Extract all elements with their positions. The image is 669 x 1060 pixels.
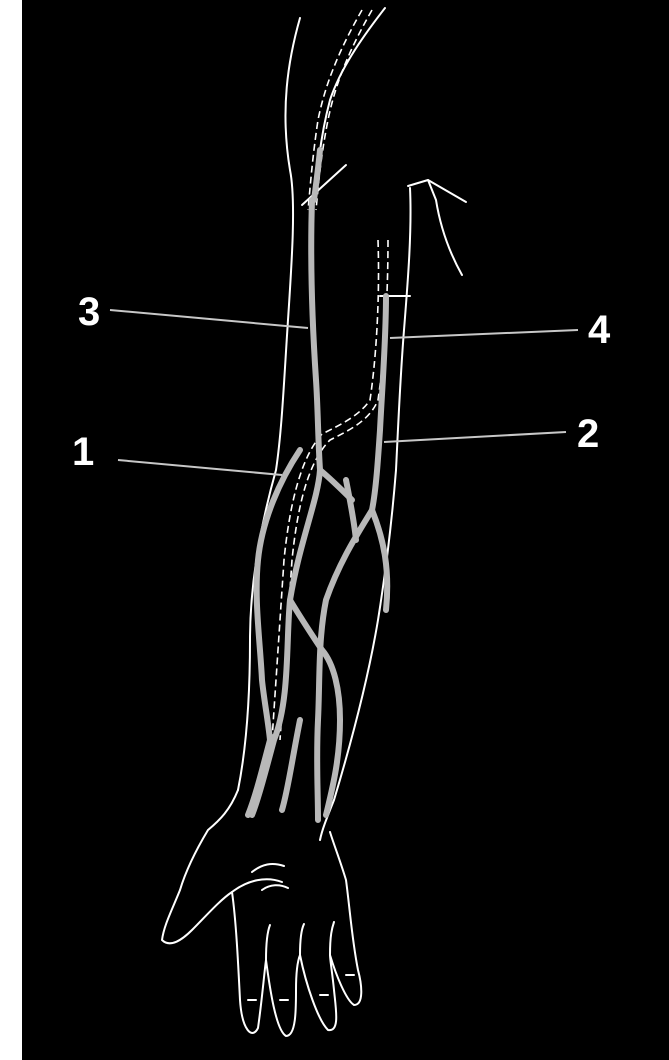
finger-gap-c [330,922,334,955]
palm-crease-a [252,864,284,872]
radial-branch [372,510,387,610]
label-2: 2 [577,414,599,454]
wrist-vein-b [282,720,300,810]
hand-contour [162,790,361,1036]
forearm-radial-contour [320,188,411,840]
finger-gap-b [300,924,304,955]
finger-gap-a [266,925,270,960]
leader-line-2 [384,432,566,442]
label-4: 4 [588,310,610,350]
veins [248,150,387,820]
hand-outline [162,790,361,1036]
cephalic-vein [252,200,320,815]
leader-line-4 [390,330,578,338]
leader-lines [110,310,578,475]
upper-arm-inner-contour [316,8,385,190]
rotation-arrow-head [408,180,466,202]
arm-outline [238,8,466,840]
connecting-branch-a [290,600,340,720]
leader-line-3 [110,310,308,328]
connecting-branch-c [346,480,356,540]
label-1: 1 [72,432,94,472]
palm-crease-b [262,885,288,890]
upper-arm-vein [314,150,320,200]
upper-arm-outer-contour [238,18,300,790]
label-3: 3 [78,292,100,332]
rotation-arrow-shaft [428,180,462,275]
leader-line-1 [118,460,282,475]
